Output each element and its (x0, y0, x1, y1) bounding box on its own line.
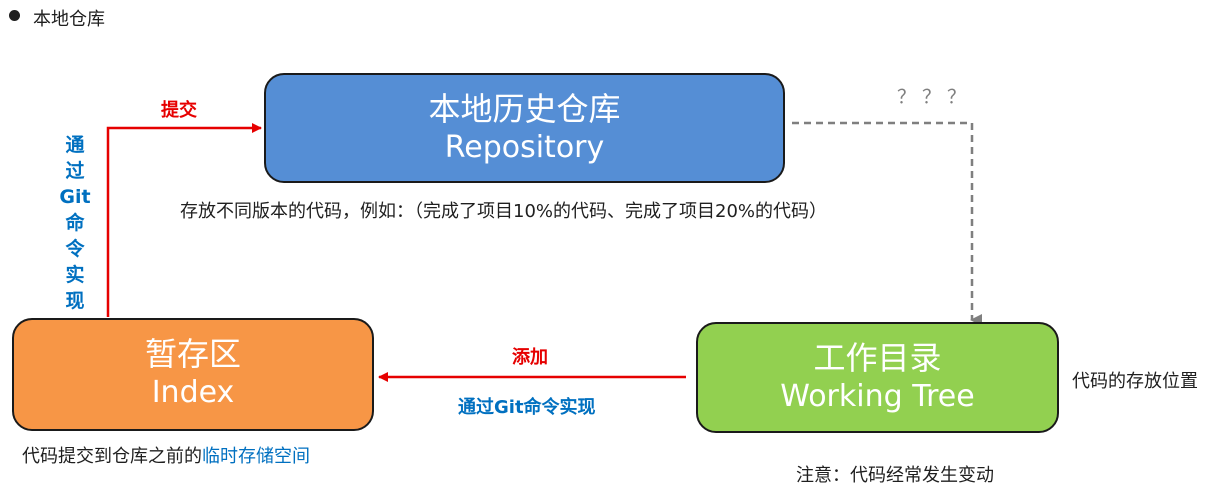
index-title: 暂存区 (144, 335, 241, 373)
commit-arrow (106, 123, 262, 317)
unknown-label: ？？？ (897, 86, 973, 108)
section-heading: 本地仓库 (33, 9, 105, 30)
repository-subtitle: Repository (444, 130, 605, 165)
working-tree-subtitle: Working Tree (780, 379, 975, 414)
commit-label: 提交 (161, 100, 197, 121)
repository-box: 本地历史仓库 Repository (264, 73, 785, 183)
index-box: 暂存区 Index (12, 318, 374, 431)
commit-via-label: 通过Git命令实现 (59, 134, 91, 312)
repository-note: 存放不同版本的代码，例如：（完成了项目10%的代码、完成了项目20%的代码） (180, 201, 828, 222)
working-tree-box: 工作目录 Working Tree (696, 322, 1059, 433)
index-note: 代码提交到仓库之前的临时存储空间 (22, 442, 310, 468)
index-note-highlight: 临时存储空间 (202, 446, 310, 467)
bullet-icon (9, 10, 20, 21)
working-bottom-note: 注意：代码经常发生变动 (796, 465, 994, 486)
add-via-label: 通过Git命令实现 (458, 397, 596, 418)
repository-title: 本地历史仓库 (428, 90, 621, 128)
working-tree-title: 工作目录 (813, 339, 942, 377)
working-side-note: 代码的存放位置 (1072, 371, 1198, 392)
index-note-prefix: 代码提交到仓库之前的 (22, 446, 202, 467)
index-subtitle: Index (151, 375, 235, 410)
add-label: 添加 (512, 347, 548, 368)
unknown-dashed-arrow (792, 121, 982, 326)
